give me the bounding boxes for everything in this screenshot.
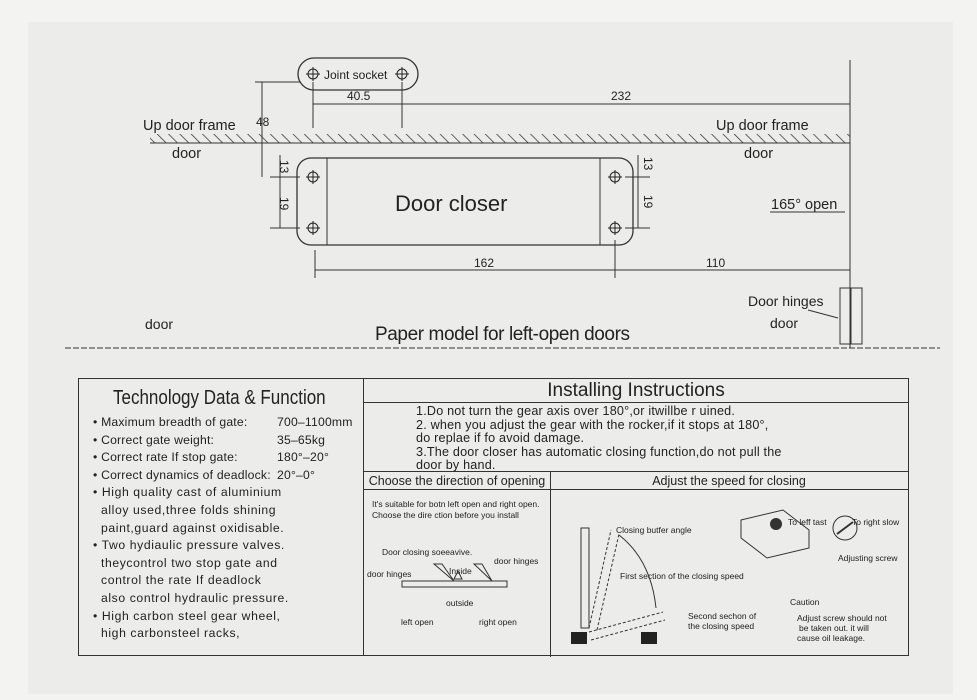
- door-label-right: door: [744, 146, 773, 162]
- second-section-label: the closing speed: [688, 621, 755, 631]
- screw-hole-icon: [306, 67, 320, 81]
- first-section-label: First section of the closing speed: [620, 571, 744, 581]
- closing-speed-illustration: [571, 509, 858, 644]
- feature-line: also control hydraulic pressure.: [101, 590, 289, 605]
- spec-value: 180°–20°: [277, 450, 330, 465]
- dimension-162: 162: [474, 256, 494, 270]
- left-open-label: left open: [401, 617, 434, 627]
- feature-line: paint,guard against oxidisable.: [101, 520, 285, 535]
- caution-title: Caution: [790, 597, 820, 607]
- spec-label: Correct dynamics of deadlock:: [101, 467, 271, 482]
- screw-hole-icon: [306, 170, 320, 184]
- technology-title: Technology Data & Function: [113, 387, 326, 409]
- door-hinges-right-label: door hinges: [494, 556, 539, 566]
- technology-data-panel: Technology Data & Function • Maximum bre…: [78, 378, 364, 656]
- dimension-13-left: 13: [277, 160, 291, 174]
- direction-illustration: [401, 563, 508, 589]
- spec-value: 700–1100mm: [277, 415, 353, 429]
- door-closer-outline: [296, 157, 634, 246]
- screw-hole-icon: [395, 67, 409, 81]
- direction-note: Choose the dire ction before you install: [372, 510, 519, 520]
- instruction-line: 2. when you adjust the gear with the roc…: [416, 417, 769, 432]
- instruction-line: 1.Do not turn the gear axis over 180°,or…: [416, 404, 736, 418]
- instruction-line: door by hand.: [416, 458, 496, 473]
- paper-model-title: Paper model for left-open doors: [375, 324, 630, 345]
- instruction-line: do replae if fo avoid damage.: [416, 431, 585, 446]
- feature-line: control the rate If deadlock: [101, 573, 262, 588]
- direction-header: Choose the direction of opening: [364, 471, 551, 490]
- closing-buffer-angle-label: Closing butfer angle: [616, 525, 692, 535]
- door-hinges-door-label: door: [770, 315, 798, 331]
- to-left-fast-label: To leff tast: [788, 517, 827, 527]
- up-door-frame-left: Up door frame: [143, 118, 236, 134]
- feature-line: theycontrol two stop gate and: [101, 555, 278, 570]
- instruction-list: 1.Do not turn the gear axis over 180°,or…: [416, 404, 782, 473]
- dimension-40-5: 40.5: [347, 89, 371, 103]
- dimension-110: 110: [706, 256, 725, 270]
- screw-hole-icon: [608, 170, 622, 184]
- feature-line: alloy used,three folds shining: [101, 502, 277, 517]
- feature-item: • High carbon steel gear wheel, high car…: [93, 608, 363, 643]
- spec-value: 20°–0°: [277, 467, 316, 482]
- installing-title: Installing Instructions: [364, 379, 908, 403]
- open-angle-label: 165° open: [771, 197, 837, 213]
- screw-hole-icon: [306, 221, 320, 235]
- adjusting-screw-icon: [832, 515, 858, 541]
- door-label-left: door: [172, 146, 201, 162]
- direction-note: It's suitable for botn left open and rig…: [372, 499, 540, 509]
- installing-instructions-panel: Installing Instructions 1.Do not turn th…: [363, 378, 909, 657]
- right-open-label: right open: [479, 617, 517, 627]
- spec-value: 35–65kg: [277, 432, 326, 447]
- caution-text: Adjust screw should not: [797, 613, 887, 623]
- feature-line: High quality cast of aluminium: [101, 485, 282, 500]
- spec-row: • Correct dynamics of deadlock:20°–0°: [93, 467, 363, 485]
- feature-line: Two hydiaulic pressure valves.: [101, 538, 285, 553]
- door-closing-label: Door closing soeeavive.: [382, 547, 473, 557]
- joint-socket-outline: [297, 57, 419, 91]
- second-section-label: Second sechon of: [688, 611, 757, 621]
- feature-item: • High quality cast of aluminium alloy u…: [93, 484, 363, 537]
- caution-text: cause oil leakage.: [797, 633, 866, 643]
- door-hinges-left-label: door hinges: [367, 569, 412, 579]
- spec-row: • Correct gate weight:35–65kg: [93, 432, 363, 450]
- door-closer-3d-icon: [740, 509, 810, 559]
- dimension-19-right: 19: [641, 195, 655, 209]
- dimension-13-right: 13: [641, 157, 655, 171]
- feature-line: High carbon steel gear wheel,: [101, 608, 281, 623]
- feature-item: • Two hydiaulic pressure valves. theycon…: [93, 537, 363, 607]
- screw-hole-icon: [608, 221, 622, 235]
- spec-row: • Correct rate If stop gate:180°–20°: [93, 449, 363, 467]
- inside-label: Inside: [449, 566, 472, 576]
- spec-label: Correct rate If stop gate:: [101, 450, 238, 465]
- dimension-232: 232: [611, 89, 631, 103]
- door-bottom-left-label: door: [145, 316, 173, 332]
- spec-row: • Maximum breadth of gate:700–1100mm: [93, 414, 363, 432]
- door-closer-label: Door closer: [395, 191, 507, 216]
- door-frame-hatch: [150, 134, 850, 143]
- column-divider: [550, 471, 552, 657]
- speed-header: Adjust the speed for closing: [550, 471, 908, 490]
- joint-socket-label: Joint socket: [324, 68, 388, 82]
- door-hinges-label: Door hinges: [748, 293, 824, 309]
- to-right-slow-label: To right slow: [852, 517, 900, 527]
- dimension-19-left: 19: [277, 197, 291, 211]
- spec-label: Maximum breadth of gate:: [101, 415, 248, 429]
- adjusting-screw-label: Adjusting screw: [838, 553, 898, 563]
- up-door-frame-right: Up door frame: [716, 118, 809, 134]
- outside-label: outside: [446, 598, 474, 608]
- dimension-48: 48: [256, 115, 270, 129]
- spec-label: Correct gate weight:: [101, 432, 215, 447]
- instruction-line: 3.The door closer has automatic closing …: [416, 444, 782, 459]
- feature-line: high carbonsteel racks,: [101, 626, 241, 641]
- caution-text: be taken out. it will: [799, 623, 869, 633]
